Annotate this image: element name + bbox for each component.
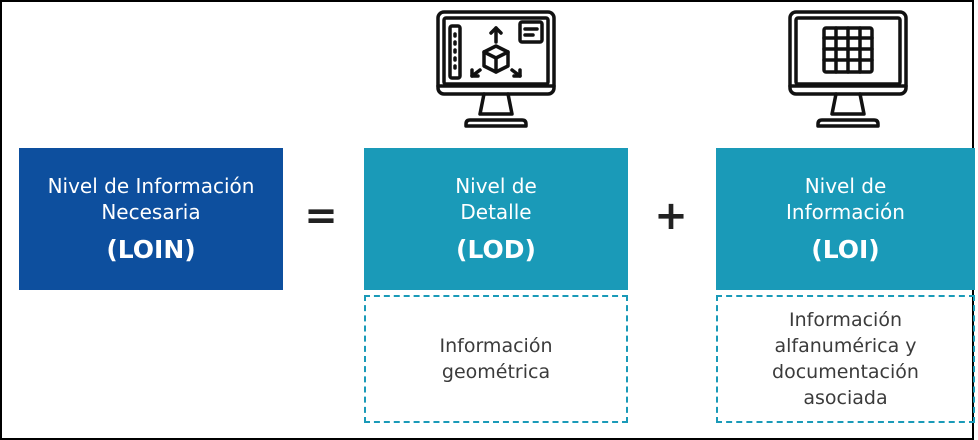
lod-description: Información geométrica	[364, 295, 628, 423]
lod-label: Nivel de Detalle	[455, 174, 537, 224]
loi-code: (LOI)	[811, 235, 880, 264]
loi-description: Información alfanumérica y documentación…	[716, 295, 975, 423]
monitor-table-icon	[788, 10, 908, 128]
loi-label: Nivel de Información	[786, 174, 905, 224]
loin-label: Nivel de Información Necesaria	[47, 174, 255, 224]
loi-box: Nivel de Información (LOI)	[716, 148, 975, 290]
equals-operator: =	[304, 193, 338, 239]
loin-code: (LOIN)	[106, 235, 196, 264]
loin-box: Nivel de Información Necesaria (LOIN)	[19, 148, 283, 290]
monitor-3d-model-icon	[436, 10, 556, 128]
plus-operator: +	[654, 193, 688, 239]
lod-box: Nivel de Detalle (LOD)	[364, 148, 628, 290]
lod-code: (LOD)	[456, 235, 536, 264]
